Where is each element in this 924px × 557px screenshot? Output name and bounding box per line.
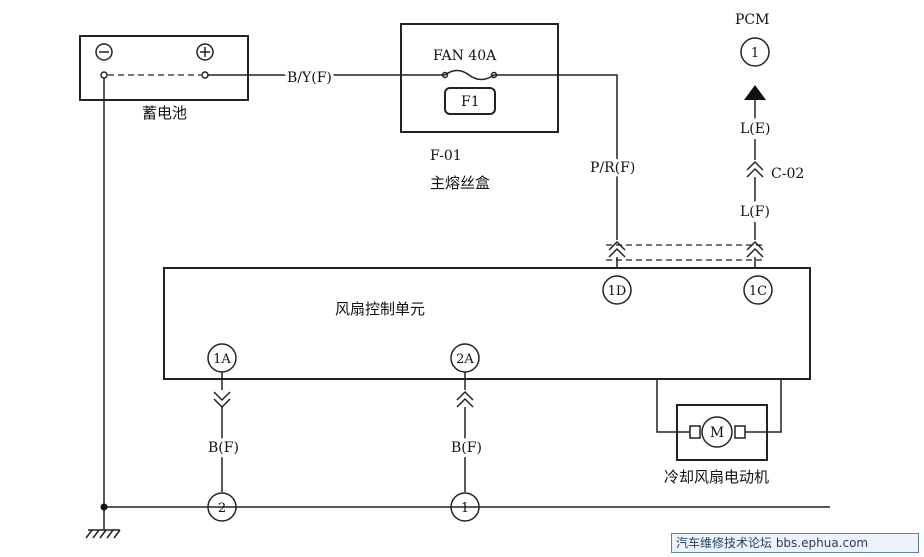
wire-label-pcm-upper: L(E) [740,121,770,137]
connector-c02-label: C-02 [771,166,804,182]
motor-symbol: M [710,425,724,441]
wire-label-ground-2a: B(F) [451,440,482,456]
pin-1a: 1A [213,352,231,367]
fuse-f1-box [444,87,496,115]
connector-2a-chevron-icon [456,390,474,408]
pin-1d: 1D [608,284,627,299]
ground-node-right-circle [450,492,480,522]
motor-box [676,404,768,461]
fan-control-unit: 风扇控制单元 1D 1C 1A 2A [163,267,811,380]
wire-label-ground-1a: B(F) [208,440,239,456]
pcm-pin: 1 [751,46,759,61]
fuse-icon [444,69,495,81]
connector-1c-chevron-icon [746,240,764,258]
pcm-label: PCM [735,12,769,28]
connector-c02-chevron-icon [746,160,764,178]
fuse-box: FAN 40A F1 F-01 主熔丝盒 [400,23,559,192]
pcm-pin-circle [740,37,770,67]
fuse-box-frame [400,23,559,133]
cooling-fan-motor: M 冷却风扇电动机 [664,404,769,486]
motor-icon [701,416,733,448]
wire-label-fuse-to-unit: P/R(F) [590,160,635,176]
fuse-label: F1 [461,94,480,110]
watermark: 汽车维修技术论坛 bbs.ephua.com [671,533,919,553]
pcm: PCM 1 [735,12,770,100]
pin-2a: 2A [456,352,474,367]
battery-positive-terminal-icon [196,43,214,61]
battery-negative-terminal-icon [95,43,113,61]
pcm-arrow-icon [744,85,766,100]
connector-1a-chevron-icon [213,391,231,409]
fan-control-unit-label: 风扇控制单元 [335,300,425,318]
pin-1c: 1C [749,284,767,299]
fuse-box-id: F-01 [430,148,462,164]
ground-node-right: 1 [461,501,469,516]
fuse-box-name: 主熔丝盒 [430,174,490,192]
battery: 蓄电池 [79,35,249,122]
battery-label: 蓄电池 [142,104,187,122]
connector-1d-chevron-icon [608,240,626,258]
pin-1d-circle [602,275,632,305]
ground-symbol-icon [85,529,121,539]
fan-control-unit-box [163,267,811,380]
wire-label-pcm-lower: L(F) [740,204,770,220]
wire-label-battery-to-fuse: B/Y(F) [287,70,332,86]
motor-label: 冷却风扇电动机 [664,468,769,486]
ground-node-left: 2 [218,501,226,516]
battery-box [79,35,249,101]
fuse-rating: FAN 40A [433,48,497,64]
ground-node-left-circle [207,492,237,522]
pin-1c-circle [743,275,773,305]
